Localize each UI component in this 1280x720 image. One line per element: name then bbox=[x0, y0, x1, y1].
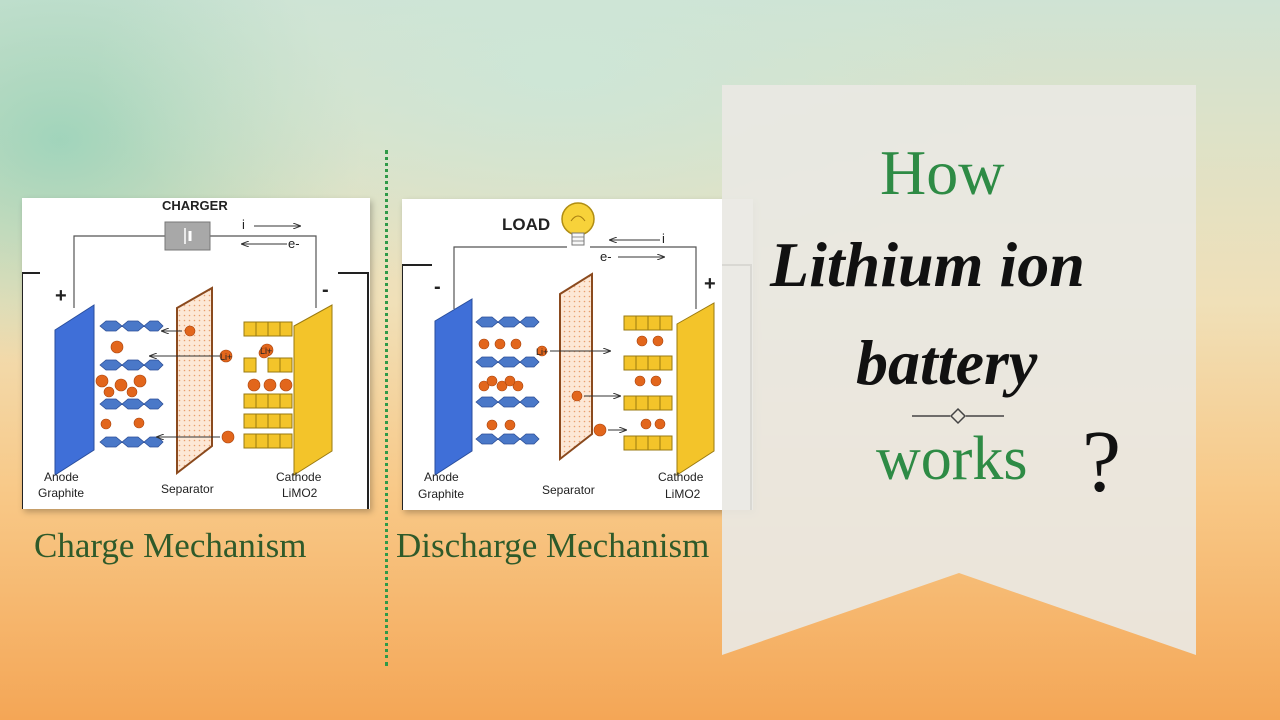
cathode-plate bbox=[676, 302, 715, 476]
positive-terminal: + bbox=[55, 285, 67, 307]
cathode-ions bbox=[247, 343, 293, 392]
migrating-ion bbox=[593, 423, 607, 437]
svg-text:Li+: Li+ bbox=[260, 346, 272, 356]
charge-diagram: CHARGER i e- + - Li+ bbox=[22, 198, 370, 509]
anode-material: Graphite bbox=[38, 486, 84, 500]
cathode-material: LiMO2 bbox=[282, 486, 318, 500]
external-wire bbox=[453, 246, 697, 309]
discharge-diagram: LOAD i e- - + Li+ bbox=[402, 199, 753, 510]
light-bulb-icon bbox=[561, 202, 595, 246]
cathode-plate bbox=[293, 304, 333, 476]
external-wire bbox=[73, 235, 317, 308]
graphite-layers bbox=[475, 316, 540, 445]
current-label: i bbox=[242, 217, 245, 232]
electron-label: e- bbox=[288, 236, 300, 251]
current-label: i bbox=[662, 231, 665, 246]
ion-label: Li+ bbox=[536, 347, 548, 357]
anode-label: Anode bbox=[44, 470, 79, 484]
separator-label: Separator bbox=[542, 483, 595, 497]
migrating-ion bbox=[221, 430, 235, 444]
title-ribbon bbox=[722, 85, 1196, 655]
cathode-material: LiMO2 bbox=[665, 487, 701, 501]
anode-ions bbox=[95, 340, 147, 430]
dotted-divider bbox=[385, 150, 388, 666]
cathode-label: Cathode bbox=[658, 470, 704, 484]
cathode-layers bbox=[623, 315, 673, 451]
ion-label: Li+ bbox=[220, 352, 232, 362]
cathode-ions bbox=[634, 335, 666, 430]
positive-terminal: + bbox=[704, 273, 716, 295]
anode-ions bbox=[478, 338, 524, 431]
charge-diagram-svg: CHARGER i e- + - Li+ bbox=[22, 198, 369, 509]
negative-terminal: - bbox=[434, 276, 441, 298]
electron-label: e- bbox=[600, 249, 612, 264]
cathode-layers bbox=[243, 321, 293, 449]
graphite-layers bbox=[99, 320, 164, 448]
anode-label: Anode bbox=[424, 470, 459, 484]
discharge-diagram-svg: LOAD i e- - + Li+ bbox=[402, 202, 752, 510]
charge-caption: Charge Mechanism bbox=[34, 526, 307, 565]
anode-plate bbox=[54, 304, 95, 476]
anode-plate bbox=[434, 298, 473, 476]
negative-terminal: - bbox=[322, 279, 329, 301]
title-how: How bbox=[880, 137, 1005, 208]
charger-box bbox=[164, 221, 211, 251]
title-battery: battery bbox=[856, 327, 1038, 398]
load-label: LOAD bbox=[502, 215, 550, 234]
diamond-ornament bbox=[912, 407, 1004, 425]
question-mark: ? bbox=[1082, 414, 1122, 511]
separator-label: Separator bbox=[161, 482, 214, 496]
title-works: works bbox=[876, 425, 1028, 493]
separator bbox=[559, 272, 593, 462]
title-lithium-ion: Lithium ion bbox=[770, 229, 1085, 300]
anode-material: Graphite bbox=[418, 487, 464, 501]
right-lead bbox=[338, 272, 369, 509]
discharge-caption: Discharge Mechanism bbox=[396, 526, 710, 565]
cathode-label: Cathode bbox=[276, 470, 322, 484]
separator bbox=[176, 286, 213, 476]
charger-label: CHARGER bbox=[162, 198, 228, 213]
